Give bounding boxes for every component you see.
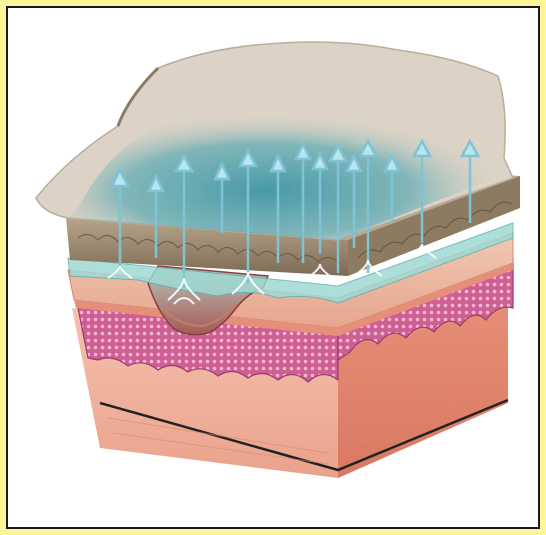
illustration-frame <box>6 6 540 529</box>
wound-dressing-illustration <box>8 8 538 527</box>
